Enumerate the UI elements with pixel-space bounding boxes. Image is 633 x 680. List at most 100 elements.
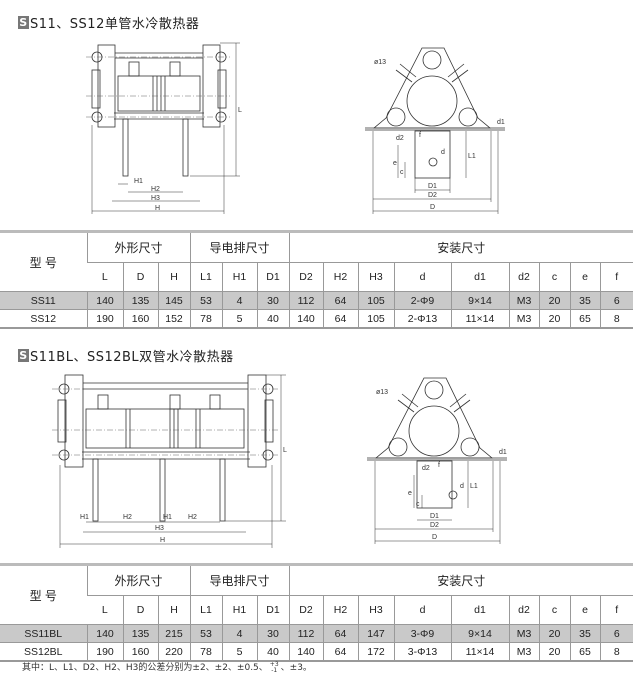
- tolerance-note: 其中：L、L1、D2、H2、H3的公差分别为±2、±2、±0.5、+3-1、±3…: [22, 660, 312, 674]
- label-D2: D2: [428, 192, 437, 199]
- label-phi13: ø13: [376, 389, 388, 396]
- value-cell: 20: [538, 291, 570, 310]
- side-view-drawing-2: ø13 d1 d2 f d e c L1 D1 D2 D: [367, 377, 507, 544]
- dim-label-H: H: [155, 205, 160, 212]
- value-cell: 35: [569, 624, 600, 643]
- value-cell: 11×14: [450, 309, 509, 328]
- value-cell: 215: [157, 624, 190, 643]
- model-header: 型 号: [0, 231, 87, 292]
- value-cell: 172: [357, 642, 394, 661]
- value-cell: 160: [122, 309, 158, 328]
- value-cell: 35: [569, 291, 600, 310]
- label-D: D: [430, 204, 435, 211]
- label-c: c: [400, 169, 404, 176]
- column-header-l1: L1: [189, 595, 222, 625]
- value-cell: 4: [221, 291, 257, 310]
- label-D1: D1: [430, 513, 439, 520]
- column-header-d2: d2: [508, 595, 539, 625]
- front-view-drawing-2: H1 H2 H1 H2 H3 H L: [52, 374, 507, 548]
- label-d1: d1: [497, 119, 505, 126]
- column-header-e: e: [569, 595, 600, 625]
- label-f: f: [438, 462, 440, 469]
- column-header-d2: D2: [288, 262, 323, 292]
- dim-label-L: L: [283, 447, 287, 454]
- value-cell: 3-Φ9: [393, 624, 451, 643]
- value-cell: 6: [599, 291, 633, 310]
- group-mounting: 安装尺寸: [288, 231, 633, 263]
- value-cell: 152: [157, 309, 190, 328]
- column-header-d: D: [122, 262, 158, 292]
- value-cell: M3: [508, 309, 539, 328]
- value-cell: 53: [189, 291, 222, 310]
- value-cell: 78: [189, 642, 222, 661]
- value-cell: 145: [157, 291, 190, 310]
- value-cell: 9×14: [450, 291, 509, 310]
- section2-title: S S11BL、SS12BL双管水冷散热器: [18, 346, 234, 365]
- value-cell: 140: [288, 309, 323, 328]
- value-cell: 140: [86, 291, 123, 310]
- label-D1: D1: [428, 183, 437, 190]
- column-header-h: H: [157, 262, 190, 292]
- value-cell: 112: [288, 291, 323, 310]
- heatsink-front-view: [86, 44, 230, 177]
- value-cell: 65: [569, 642, 600, 661]
- column-header-h1: H1: [221, 262, 257, 292]
- column-header-c: c: [538, 262, 570, 292]
- value-cell: 8: [599, 642, 633, 661]
- section1-title: S S11、SS12单管水冷散热器: [18, 13, 199, 32]
- column-header-d: d: [393, 595, 451, 625]
- value-cell: 30: [256, 624, 289, 643]
- dim-label-L: L: [238, 107, 242, 114]
- value-cell: 140: [86, 624, 123, 643]
- value-cell: 105: [357, 291, 394, 310]
- front-view-dimensions: [91, 42, 240, 214]
- value-cell: 78: [189, 309, 222, 328]
- label-e: e: [393, 160, 397, 167]
- value-cell: 64: [322, 309, 358, 328]
- section1-title-text: S11、SS12单管水冷散热器: [30, 17, 200, 32]
- model-cell: SS12: [30, 312, 57, 325]
- value-cell: 160: [122, 642, 158, 661]
- group-busbar: 导电排尺寸: [189, 564, 289, 596]
- column-header-h2: H2: [322, 262, 358, 292]
- value-cell: 2-Φ13: [393, 309, 451, 328]
- label-d: d: [460, 483, 464, 490]
- label-d2: d2: [422, 465, 430, 472]
- column-header-d: d: [393, 262, 451, 292]
- value-cell: 64: [322, 624, 358, 643]
- value-cell: 20: [538, 642, 570, 661]
- value-cell: 4: [221, 624, 257, 643]
- model-cell: SS11: [0, 291, 87, 310]
- column-header-f: f: [599, 595, 633, 625]
- column-header-h1: H1: [221, 595, 257, 625]
- column-header-h3: H3: [357, 262, 394, 292]
- section2-title-text: S11BL、SS12BL双管水冷散热器: [30, 350, 234, 365]
- frac-top: +3: [269, 660, 279, 668]
- value-cell: 190: [86, 309, 123, 328]
- column-header-f: f: [599, 262, 633, 292]
- column-header-d1: d1: [450, 595, 509, 625]
- dim-label-H1: H1: [80, 514, 89, 521]
- value-cell: 220: [157, 642, 190, 661]
- column-header-l: L: [87, 262, 123, 292]
- dim-label-H2: H2: [188, 514, 197, 521]
- value-cell: 9×14: [450, 624, 509, 643]
- value-cell: 6: [599, 624, 633, 643]
- column-header-e: e: [569, 262, 600, 292]
- label-D: D: [432, 534, 437, 541]
- column-header-l1: L1: [189, 262, 222, 292]
- group-busbar: 导电排尺寸: [189, 231, 289, 263]
- column-header-l: L: [87, 595, 123, 625]
- column-header-h3: H3: [357, 595, 394, 625]
- value-cell: 64: [322, 291, 358, 310]
- front-view-drawing-1: H1 H2 H3 H L ø13: [86, 42, 505, 214]
- column-header-d2: d2: [508, 262, 539, 292]
- value-cell: 65: [569, 309, 600, 328]
- value-cell: 112: [288, 624, 323, 643]
- column-header-c: c: [538, 595, 570, 625]
- label-phi13: ø13: [374, 59, 386, 66]
- value-cell: 20: [538, 309, 570, 328]
- value-cell: 40: [256, 642, 289, 661]
